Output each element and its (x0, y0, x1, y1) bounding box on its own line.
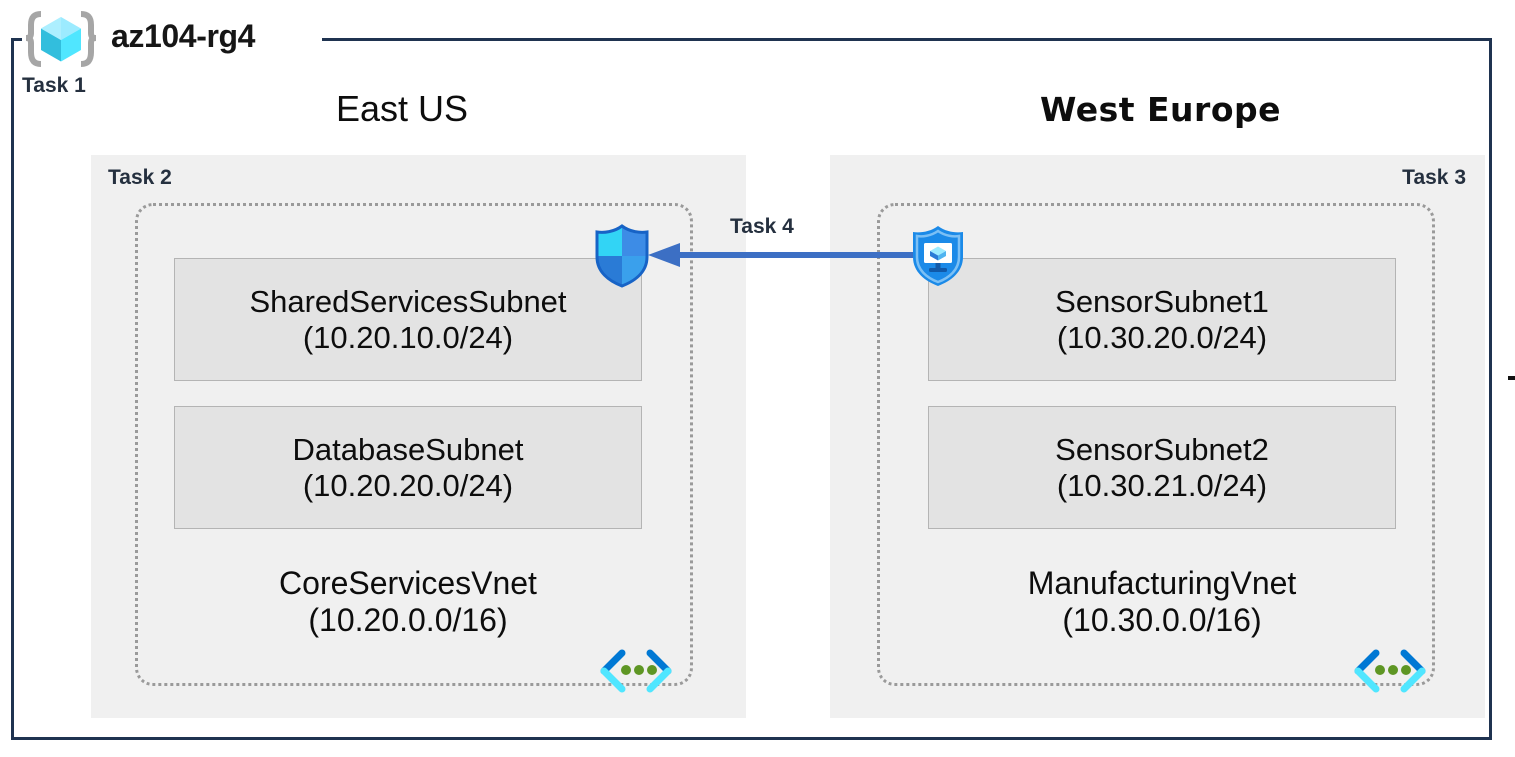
subnet-name: SensorSubnet1 (1055, 283, 1269, 319)
subnet-cidr: (10.30.20.0/24) (1056, 319, 1268, 355)
subnet-sensor1: SensorSubnet1 (10.30.20.0/24) (928, 258, 1396, 381)
task-2-label: Task 2 (108, 166, 172, 189)
resource-group-cube-icon (24, 11, 98, 67)
security-shield-monitor-icon (908, 224, 968, 288)
resource-group-name: az104-rg4 (111, 18, 256, 54)
subnet-database: DatabaseSubnet (10.20.20.0/24) (174, 406, 642, 529)
subnet-cidr: (10.20.10.0/24) (302, 319, 514, 355)
subnet-name: SharedServicesSubnet (249, 283, 567, 319)
vnet-cidr: (10.20.0.0/16) (308, 602, 508, 639)
subnet-cidr: (10.20.20.0/24) (302, 467, 514, 503)
vnet-name: ManufacturingVnet (1027, 565, 1297, 601)
region-caption-west-europe: West Europe (1040, 90, 1281, 129)
subnet-name: DatabaseSubnet (292, 431, 524, 467)
task-3-label: Task 3 (1402, 166, 1466, 189)
vnet-container-manufacturing (877, 203, 1435, 686)
left-arrow-icon (648, 240, 926, 270)
vnet-cidr: (10.30.0.0/16) (1062, 602, 1262, 639)
task-4-label: Task 4 (730, 215, 794, 238)
subnet-name: SensorSubnet2 (1055, 431, 1269, 467)
resource-group-frame (11, 38, 1492, 740)
subnet-cidr: (10.30.21.0/24) (1056, 467, 1268, 503)
virtual-network-gateway-shield-icon (592, 224, 652, 288)
vnet-name: CoreServicesVnet (279, 565, 537, 601)
vnet-container-coreservices (135, 203, 693, 686)
subnet-sharedservices: SharedServicesSubnet (10.20.10.0/24) (174, 258, 642, 381)
resource-group-title-gap (22, 30, 322, 46)
edge-artifact-mark (1508, 376, 1515, 380)
task-1-label: Task 1 (22, 74, 86, 97)
virtual-network-icon (1352, 649, 1428, 693)
vnet-caption-coreservices: CoreServicesVnet (10.20.0.0/16) (174, 565, 642, 639)
subnet-sensor2: SensorSubnet2 (10.30.21.0/24) (928, 406, 1396, 529)
region-caption-east-us: East US (336, 88, 469, 129)
virtual-network-icon (598, 649, 674, 693)
vnet-caption-manufacturing: ManufacturingVnet (10.30.0.0/16) (928, 565, 1396, 639)
